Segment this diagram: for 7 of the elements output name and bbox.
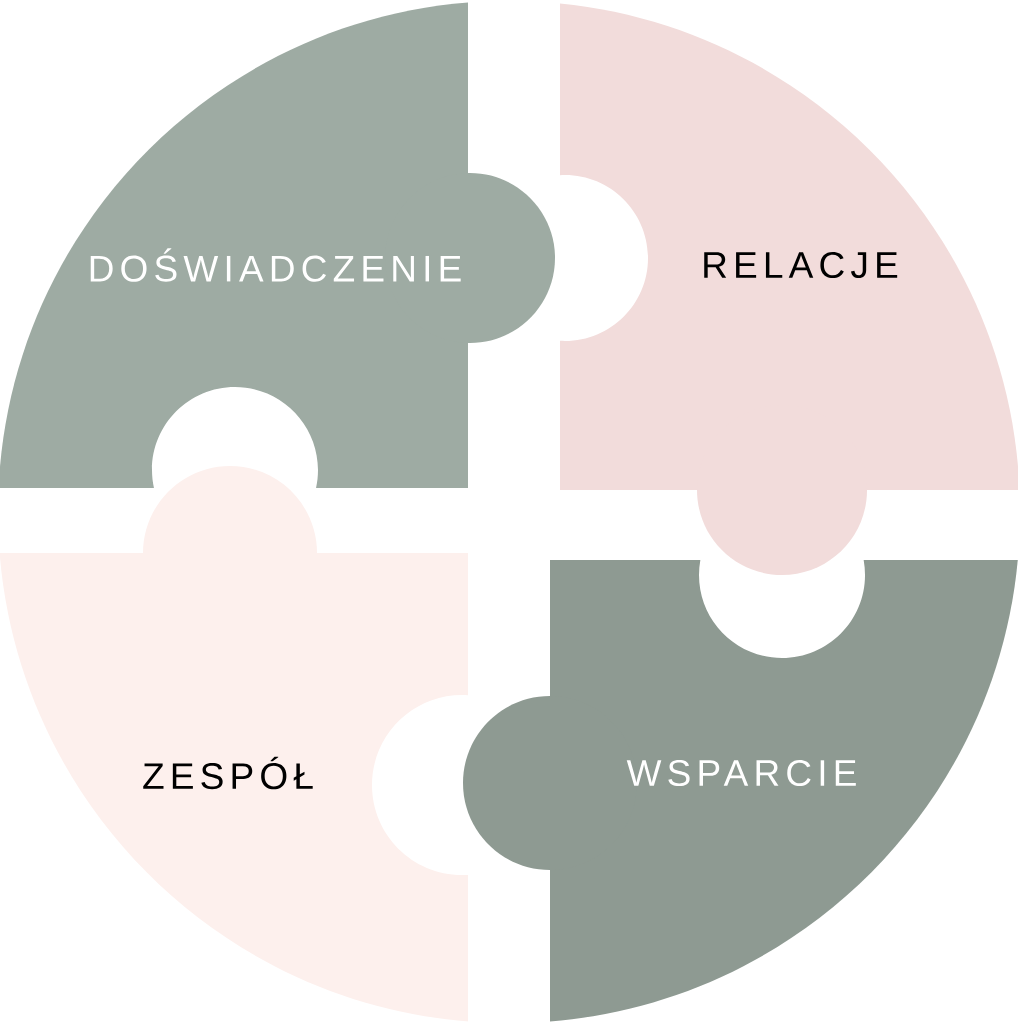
node-label: ZESPÓŁ [143,756,313,790]
puzzle-piece: WSPARCIE [463,560,1018,1023]
node-label: RELACJE [704,251,898,279]
puzzle-piece: ZESPÓŁ [0,466,468,1023]
puzzle-piece: RELACJE [560,1,1018,575]
puzzle-piece: DOŚWIADCZENIE [0,1,555,488]
node-label: WSPARCIE [626,759,856,787]
